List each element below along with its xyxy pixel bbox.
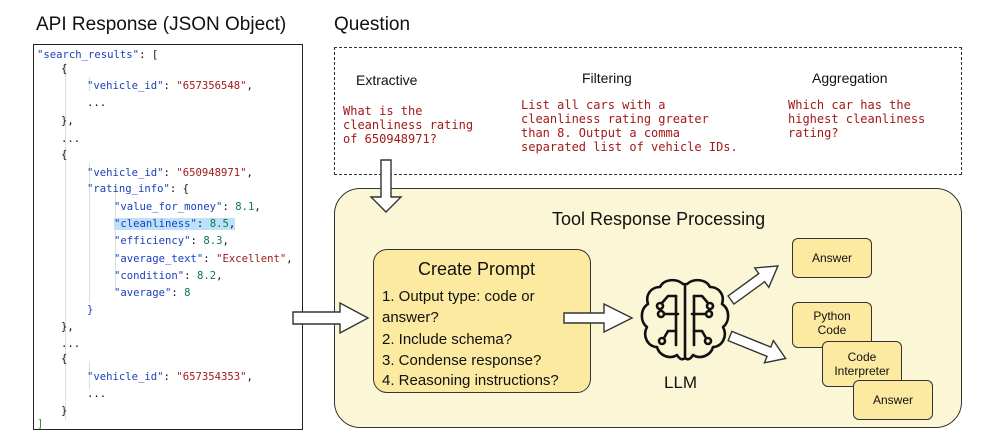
answer-box-top: Answer <box>792 238 872 278</box>
prompt-item: 2. Include schema? <box>382 331 513 348</box>
question-heading: Question <box>334 14 411 35</box>
question-text-filtering: List all cars with a cleanliness rating … <box>521 98 738 154</box>
create-prompt-title: Create Prompt <box>418 259 536 279</box>
prompt-item: 1. Output type: code or <box>382 288 535 305</box>
json-line-cleanliness: "cleanliness": 8.5, <box>114 218 236 230</box>
json-line-efficiency: "efficiency": 8.3, <box>114 235 229 247</box>
prompt-item: 4. Reasoning instructions? <box>382 372 559 389</box>
prompt-item: 3. Condense response? <box>382 352 542 369</box>
json-line-brace-close: }, <box>61 321 74 333</box>
question-type-filtering: Filtering <box>582 70 632 86</box>
json-line-inner-close: } <box>87 304 94 316</box>
json-line-average-text: "average_text": "Excellent", <box>114 253 293 265</box>
json-line-brace-close: }, <box>61 115 74 127</box>
right-arrow-icon <box>292 301 370 335</box>
prompt-item: answer? <box>382 309 439 326</box>
json-line-rating-info: "rating_info": { <box>87 183 190 195</box>
json-line-brace-close: } <box>61 405 68 417</box>
question-box <box>334 47 962 175</box>
json-line-search-results: "search_results": [ <box>37 49 159 61</box>
create-prompt-box <box>373 249 591 393</box>
api-response-heading: API Response (JSON Object) <box>36 14 287 35</box>
json-line-ellipsis: ... <box>61 133 81 145</box>
json-line-ellipsis: ... <box>61 338 81 350</box>
json-line-vehicle-id: "vehicle_id": "657356548", <box>87 80 253 92</box>
json-response-panel: "search_results": [ { "vehicle_id": "657… <box>33 44 303 430</box>
down-arrow-icon <box>369 159 403 213</box>
llm-label: LLM <box>664 373 698 392</box>
json-line-ellipsis: ... <box>87 388 107 400</box>
json-line-vehicle-id: "vehicle_id": "657354353", <box>87 371 253 383</box>
question-type-extractive: Extractive <box>356 72 418 88</box>
json-line-brace: { <box>61 149 68 161</box>
question-type-aggregation: Aggregation <box>812 70 888 86</box>
json-line-vehicle-id: "vehicle_id": "650948971", <box>87 167 253 179</box>
brain-circuit-icon <box>640 278 730 361</box>
json-line-value-for-money: "value_for_money": 8.1, <box>114 201 261 213</box>
up-right-arrow-icon <box>727 265 780 306</box>
json-line-average: "average": 8 <box>114 287 191 299</box>
question-text-aggregation: Which car has the highest cleanliness ra… <box>788 98 926 140</box>
json-line-condition: "condition": 8.2, <box>114 270 223 282</box>
question-text-extractive: What is the cleanliness rating of 650948… <box>343 104 474 146</box>
json-line-brace: { <box>61 63 68 75</box>
processing-title: Tool Response Processing <box>552 209 766 229</box>
json-line-ellipsis: ... <box>87 97 107 109</box>
right-arrow-icon <box>563 302 634 334</box>
python-code-box: Python Code <box>792 302 872 348</box>
json-line-brace: { <box>61 353 68 365</box>
json-line-close-bracket: ] <box>37 418 44 430</box>
answer-box-bottom: Answer <box>853 380 933 420</box>
code-interpreter-box: Code Interpreter <box>822 341 902 387</box>
down-right-arrow-icon <box>727 330 787 364</box>
